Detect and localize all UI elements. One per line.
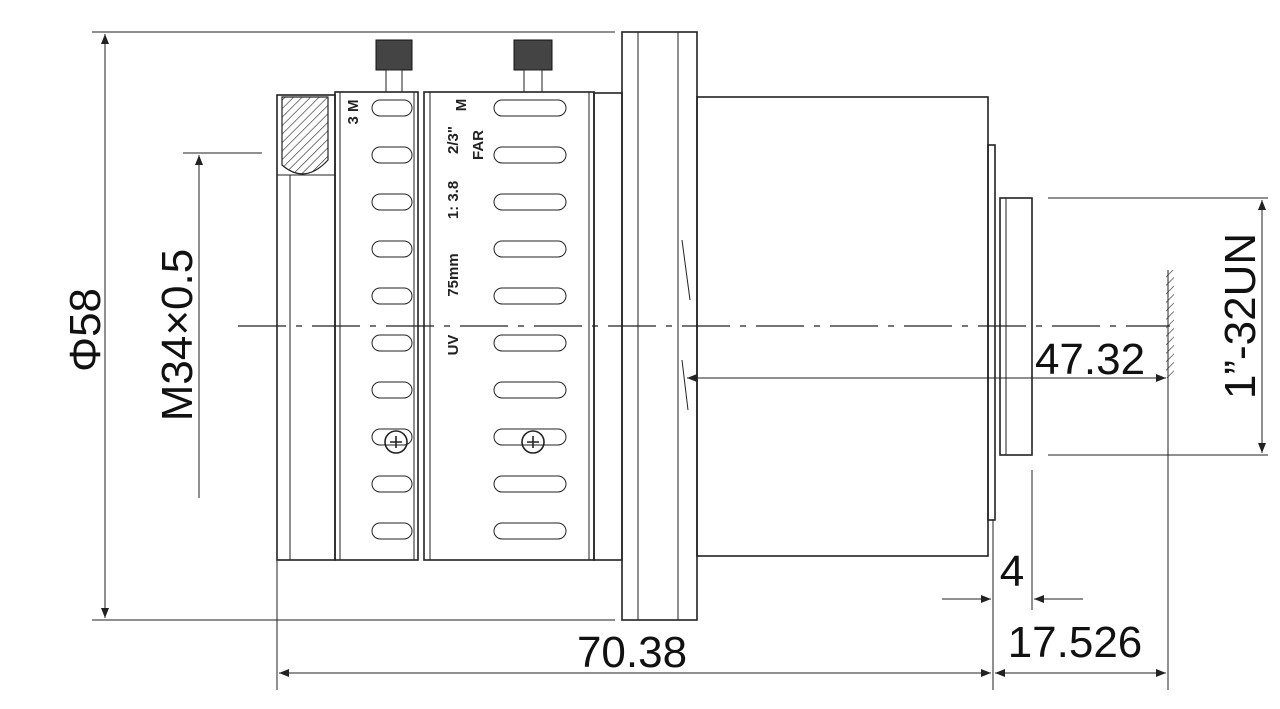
aperture-marking: 1: 3.8 (445, 181, 462, 219)
front-ring (276, 94, 336, 561)
focal-marking: 75mm (445, 253, 462, 296)
grip-slot (371, 240, 413, 258)
type-marking: UV (445, 335, 462, 356)
ring1-mark: 3 M (345, 99, 362, 124)
grip-slot (371, 428, 413, 446)
screw-1 (384, 430, 408, 454)
grip-slot (371, 99, 413, 117)
mount-thread-label: 1”-32UN (1216, 233, 1265, 399)
grip-slot (371, 381, 413, 399)
grip-slot (493, 334, 567, 352)
dim-filter-thread: M34×0.5 (153, 152, 262, 498)
lock-knob-2 (513, 39, 553, 93)
grip-slot (493, 475, 567, 493)
overall-length-label: 70.38 (577, 628, 687, 677)
dim-thread-length: 4 (942, 470, 1083, 690)
back-focal-label: 17.526 (1008, 618, 1143, 667)
grip-slot (493, 99, 567, 117)
sensor-plane (1166, 270, 1174, 378)
grip-slot (371, 334, 413, 352)
grip-slot (493, 428, 567, 446)
dim-mount-thread: 1”-32UN (1048, 197, 1268, 456)
grip-slot (371, 287, 413, 305)
iris-ring: UV 75mm 1: 3.8 2/3" FAR M (423, 91, 595, 561)
screw-2 (521, 430, 545, 454)
dim-overall-length: 70.38 (276, 560, 991, 690)
lock-knob-1 (375, 39, 413, 93)
filter-thread-label: M34×0.5 (153, 249, 202, 421)
dim-outer-diameter: Φ58 (61, 31, 615, 621)
grip-slot (371, 146, 413, 164)
grip-slot (493, 146, 567, 164)
dim-back-focal: 17.526 (995, 618, 1166, 677)
ring2-mark: M (453, 99, 470, 112)
grip-slot (493, 240, 567, 258)
grip-slot (493, 193, 567, 211)
thread-length-label: 4 (1000, 547, 1024, 596)
grip-slot (371, 522, 413, 540)
dim-flange-distance: 47.32 (687, 335, 1166, 384)
grip-slot (371, 193, 413, 211)
flange-distance-label: 47.32 (1035, 335, 1145, 384)
grip-slot (493, 287, 567, 305)
grip-slot (371, 475, 413, 493)
far-marking: FAR (470, 130, 487, 160)
grip-slot (493, 381, 567, 399)
grip-slot (493, 522, 567, 540)
format-marking: 2/3" (445, 126, 462, 154)
outer-diameter-label: Φ58 (61, 288, 110, 372)
